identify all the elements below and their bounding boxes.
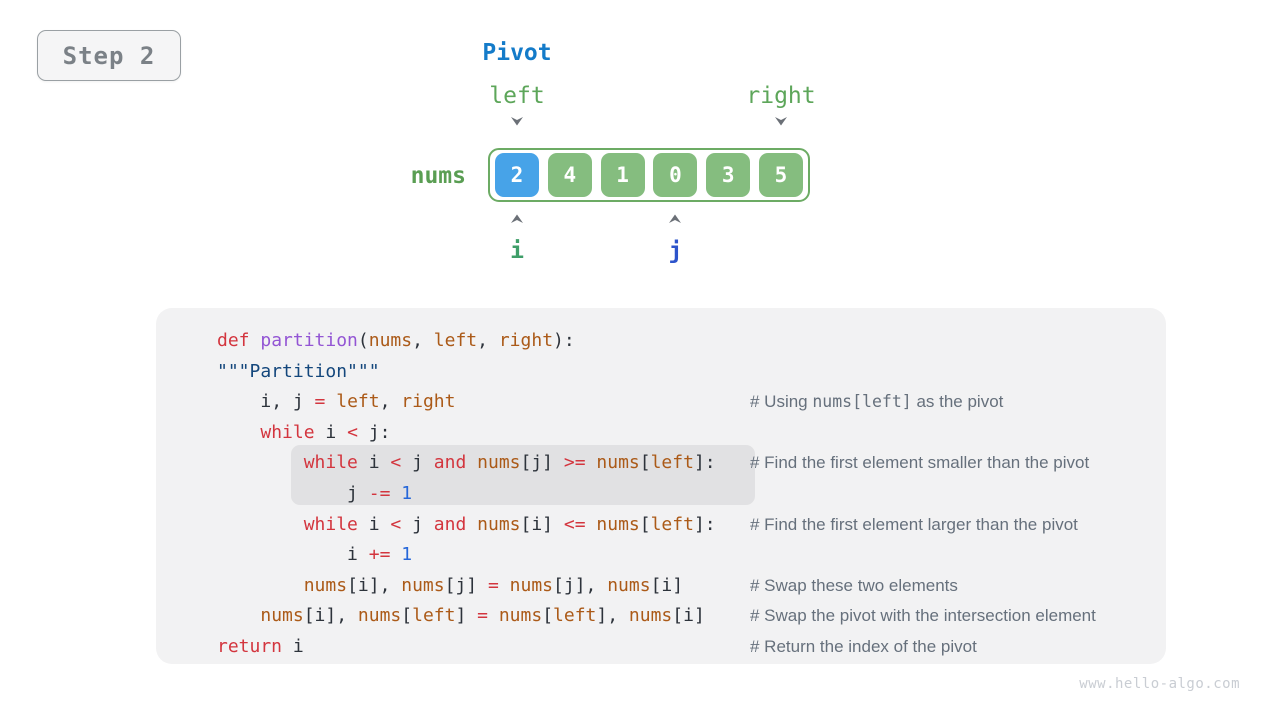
code-line-text: while i < j and nums[i] <= nums[left]: (303, 513, 716, 535)
code-line-text: while i < j and nums[j] >= nums[left]: (303, 452, 716, 474)
code-comment: # Find the first element larger than the… (750, 514, 1078, 534)
code-line-text: return i (217, 635, 304, 657)
pivot-label: Pivot (482, 40, 552, 66)
code-line-text: j -= 1 (347, 482, 413, 504)
code-comment: # Using nums[left] as the pivot (750, 392, 1004, 412)
code-line: while i < j: (217, 418, 1156, 449)
code-line-text: nums[i], nums[left] = nums[left], nums[i… (260, 605, 705, 627)
code-highlight-box (291, 445, 755, 505)
code-line-text: i += 1 (347, 544, 413, 566)
code-line: while i < j and nums[j] >= nums[left]: # … (217, 448, 1156, 479)
code-comment: # Swap these two elements (750, 575, 958, 595)
j-pointer-label: j (668, 238, 683, 264)
code-line: """Partition""" (217, 357, 1156, 388)
up-arrow-icon (511, 214, 524, 223)
code-comment: # Return the index of the pivot (750, 636, 977, 656)
array-cell: 5 (758, 153, 803, 197)
i-pointer-label: i (510, 238, 524, 264)
down-arrow-icon (511, 117, 524, 126)
code-line: i += 1 (217, 540, 1156, 571)
code-line-text: i, j = left, right (260, 391, 456, 413)
code-comment: # Find the first element smaller than th… (750, 453, 1090, 473)
watermark: www.hello-algo.com (1079, 676, 1240, 692)
array-cell: 0 (653, 153, 698, 197)
code-line: i, j = left, right # Using nums[left] as … (217, 387, 1156, 418)
code-line: nums[i], nums[j] = nums[j], nums[i] # Swa… (217, 571, 1156, 602)
step-badge-label: Step 2 (62, 41, 156, 70)
code-lines: def partition(nums, left, right): """Part… (217, 326, 1156, 657)
right-pointer-label: right (746, 83, 816, 109)
code-line: def partition(nums, left, right): (217, 326, 1156, 357)
code-line-text: """Partition""" (217, 360, 380, 382)
code-comment: # Swap the pivot with the intersection e… (750, 606, 1096, 626)
code-line: nums[i], nums[left] = nums[left], nums[i… (217, 601, 1156, 632)
code-line: while i < j and nums[i] <= nums[left]: # … (217, 510, 1156, 541)
nums-array-label: nums (410, 163, 466, 189)
code-line-text: while i < j: (260, 421, 391, 443)
down-arrow-icon (775, 117, 788, 126)
code-line-text: nums[i], nums[j] = nums[j], nums[i] (303, 574, 684, 596)
array-cell-pivot: 2 (495, 153, 539, 197)
up-arrow-icon (669, 214, 682, 223)
step-badge: Step 2 (37, 30, 181, 81)
array-cell: 3 (706, 153, 751, 197)
array-cell: 4 (547, 153, 592, 197)
code-line-text: def partition(nums, left, right): (217, 330, 575, 351)
left-pointer-label: left (489, 83, 545, 109)
code-panel: def partition(nums, left, right): """Part… (156, 308, 1166, 664)
code-line: return i # Return the index of the pivot (217, 632, 1156, 663)
code-line: j -= 1 (217, 479, 1156, 510)
array-cell: 1 (600, 153, 645, 197)
